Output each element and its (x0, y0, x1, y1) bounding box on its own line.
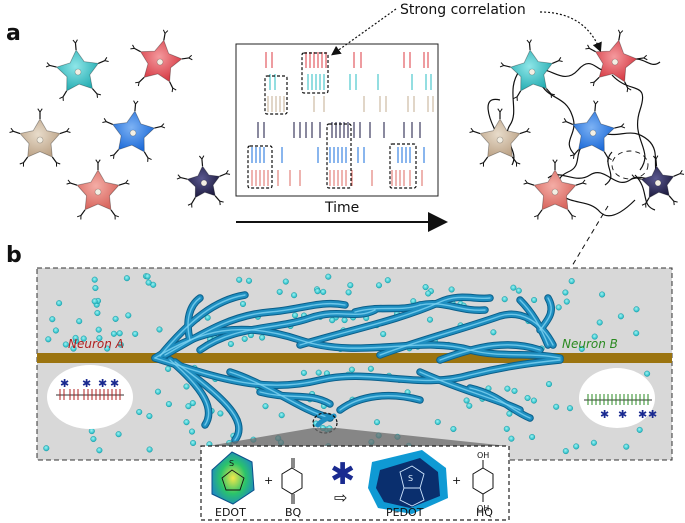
dendrite-connection (611, 74, 646, 171)
neuron-b-label: Neuron B (562, 337, 618, 351)
label-edot: EDOT (215, 506, 246, 519)
neuron-blue-right (562, 100, 626, 162)
label-hq: HQ (476, 506, 493, 519)
panel-label-a: a (6, 21, 21, 46)
scattered-neurons (9, 29, 231, 220)
correlation-box (389, 143, 417, 189)
pedot-fibers (151, 291, 564, 444)
neuron-teal-right (499, 39, 563, 101)
label-pedot: PEDOT (386, 506, 424, 519)
hq-oh-bottom: OH (477, 504, 489, 513)
edot-molecule: S (211, 451, 255, 505)
raster-row (251, 170, 423, 186)
dendrite-connection (539, 81, 576, 156)
spike-inset-a: ✱✱✱✱ (47, 365, 133, 429)
correlation-box (264, 75, 288, 115)
spike-inset-b: ✱✱✱✱ (579, 368, 657, 428)
neuron-tan-left (9, 108, 71, 167)
panel-label-b: b (6, 243, 22, 268)
reaction-scheme: S + ✱ ⇨ S + OH OH (200, 445, 510, 521)
magnify-wedge (208, 428, 508, 446)
svg-text:✱: ✱ (110, 377, 119, 390)
raster-row (269, 74, 432, 90)
svg-text:✱: ✱ (618, 408, 627, 421)
dendrite-connection (604, 151, 613, 186)
correlation-arrow-right (539, 11, 602, 53)
plus-1: + (264, 474, 273, 487)
raster-row (251, 147, 425, 163)
zoom-dashed-line (571, 205, 609, 267)
svg-text:✱: ✱ (98, 377, 107, 390)
neuron-salmon-left (66, 159, 130, 220)
correlation-box (326, 123, 352, 189)
reaction-arrow-icon: ⇨ (334, 488, 347, 507)
correlation-boxes (247, 52, 417, 189)
neuron-a-label: Neuron A (68, 337, 124, 351)
strong-correlation-label: Strong correlation (400, 2, 526, 18)
raster-plot: Time (235, 43, 448, 232)
dendrite-connection (559, 194, 636, 217)
neuron-blue-left (102, 100, 166, 162)
svg-text:✱: ✱ (600, 408, 609, 421)
bq-molecule (281, 458, 303, 504)
pedot-molecule: S (368, 450, 448, 514)
time-label: Time (324, 200, 359, 216)
hq-oh-top: OH (477, 451, 489, 460)
raster-row (267, 96, 434, 112)
axon-bar (37, 353, 672, 363)
svg-text:✱: ✱ (648, 408, 657, 421)
neuron-navy-right (630, 155, 685, 208)
svg-text:✱: ✱ (638, 408, 647, 421)
hq-molecule: OH OH (472, 451, 494, 513)
dendrite-connection (506, 69, 521, 166)
synapse-highlight (611, 150, 649, 180)
svg-text:✱: ✱ (82, 377, 91, 390)
neuron-red-left (130, 29, 193, 93)
neuron-teal-left (45, 39, 109, 101)
reaction-frame (200, 445, 510, 521)
correlation-arrow-left (331, 8, 397, 56)
neuron-tan-right (469, 108, 531, 167)
connected-neuron-network (469, 29, 685, 220)
neuron-navy-left (176, 155, 231, 208)
label-bq: BQ (285, 506, 302, 519)
channel-panel: Neuron A Neuron B ✱✱✱✱ ✱✱✱✱ (36, 267, 673, 461)
correlation-box (247, 145, 273, 189)
correlation-box (301, 52, 329, 94)
svg-text:✱: ✱ (60, 377, 69, 390)
pedot-sulfur: S (408, 474, 413, 483)
plus-2: + (452, 474, 461, 487)
neuron-red-right (585, 29, 648, 93)
raster-row (257, 122, 421, 138)
fiber-segment (315, 413, 337, 428)
catalyst-star-icon: ✱ (330, 457, 355, 492)
edot-sulfur: S (229, 459, 234, 468)
raster-row (265, 52, 429, 68)
dendrite-connection (487, 98, 501, 131)
neuron-salmon-right (523, 159, 587, 220)
raster-rows (251, 52, 434, 186)
